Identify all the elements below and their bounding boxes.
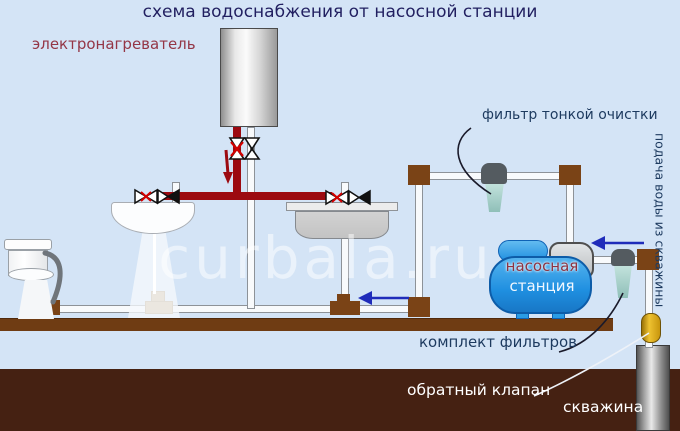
floor-platform — [0, 318, 613, 331]
hot-pipe-horizontal — [152, 192, 332, 200]
fine-filter-cap — [481, 163, 507, 184]
elbow-top-right — [559, 165, 581, 185]
well-casing — [636, 345, 670, 431]
flow-arrow-left-icon — [358, 291, 409, 305]
sink1-drain-line — [153, 232, 156, 294]
hot-valve-icon — [228, 137, 246, 160]
pump-pressure-tank — [489, 256, 592, 314]
label-filter-set: комплект фильтров — [419, 333, 578, 351]
elbow-bottom-riser — [408, 297, 430, 317]
coarse-filter-cap — [611, 249, 635, 266]
sink1-valve-black-icon — [157, 188, 180, 205]
label-electric-heater: электронагреватель — [32, 35, 196, 53]
fine-filter-body — [485, 184, 504, 212]
label-well: скважина — [563, 398, 644, 416]
toilet-pedestal — [18, 280, 54, 319]
sink2-tee — [330, 301, 360, 315]
watermark: curbala.ru — [158, 224, 494, 292]
coarse-filter-body — [614, 266, 632, 298]
sink2-valve-red-icon — [325, 189, 349, 206]
check-valve-leader-line — [533, 332, 650, 397]
toilet-tank-lid — [4, 239, 52, 250]
elbow-well-top — [637, 249, 659, 270]
filter-set-leader-line — [558, 292, 624, 353]
label-fine-filter: фильтр тонкой очистки — [482, 107, 658, 123]
water-heater-tank — [220, 28, 278, 127]
hot-flow-arrow-icon — [223, 149, 233, 184]
cold-valve-icon — [243, 137, 261, 160]
label-supply-from-well: подача воды из скважины — [652, 133, 668, 308]
sink2-valve-black-icon — [348, 189, 371, 206]
elbow-top-left — [408, 165, 430, 185]
diagram-title: схема водоснабжения от насосной станции — [142, 2, 538, 22]
label-check-valve: обратный клапан — [407, 381, 551, 399]
flow-arrow-right-icon — [591, 236, 644, 250]
heater-cold-feed-pipe — [247, 127, 255, 309]
toilet-hose-icon — [42, 250, 63, 305]
hot-pipe-vertical — [233, 127, 241, 199]
sink1-valve-red-icon — [134, 188, 158, 205]
sink2-tee-stub — [337, 294, 350, 303]
kitchen-sink-basin — [295, 211, 389, 239]
ground — [0, 369, 680, 431]
kitchen-sink-counter — [286, 202, 398, 211]
label-pump-station-line1: насосная — [505, 257, 579, 275]
label-pump-station-line2: станция — [509, 277, 575, 295]
fine-filter-leader-line — [457, 127, 492, 195]
